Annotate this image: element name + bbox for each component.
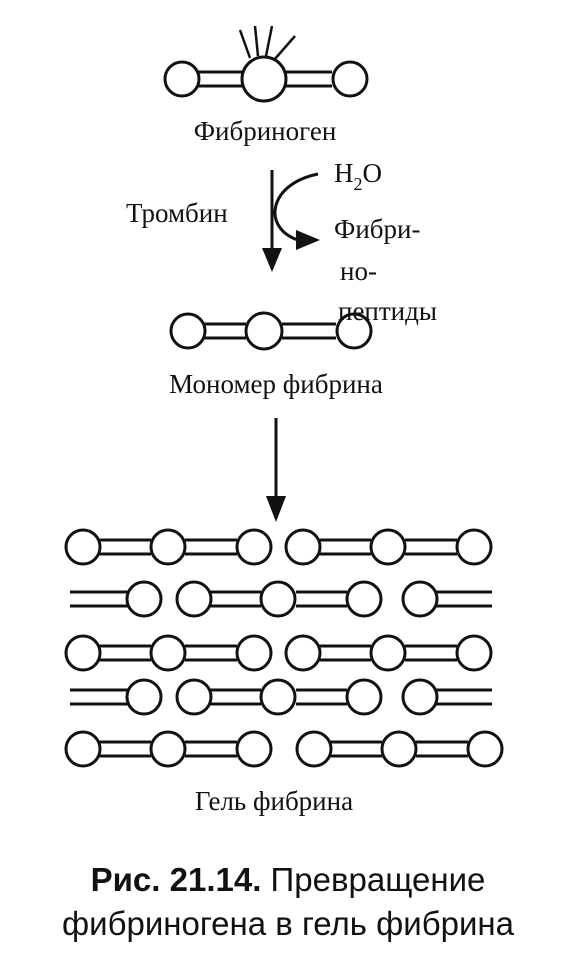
caption-text-line1: Превращение	[270, 861, 486, 898]
water-label: H2O	[334, 158, 382, 194]
caption-line-1: Рис. 21.14. Превращение	[0, 858, 576, 902]
caption-text-line2: фибриногена в гель фибрина	[62, 905, 514, 942]
fibrinopeptides-label-line1: Фибри-	[334, 214, 420, 244]
thrombin-label: Тромбин	[126, 198, 228, 228]
figure-caption: Рис. 21.14. Превращение фибриногена в ге…	[0, 858, 576, 946]
figure-number: Рис. 21.14.	[90, 861, 262, 898]
fibrinogen-molecule	[163, 25, 369, 103]
fibrin-gel-label: Гель фибрина	[195, 786, 353, 816]
fibrinogen-label: Фибриноген	[194, 116, 337, 146]
fibrin-gel	[64, 528, 504, 768]
curved-reaction-arrow	[273, 172, 320, 250]
fibrin-monomer-molecule	[169, 311, 373, 351]
fibrinopeptides-label-line2: но-	[340, 256, 377, 286]
fibrinopeptides-label-line3: пептиды	[338, 296, 437, 326]
fibrin-monomer-label: Мономер фибрина	[169, 369, 383, 399]
polymerization-arrow	[266, 418, 286, 522]
thrombin-arrow	[262, 170, 282, 272]
